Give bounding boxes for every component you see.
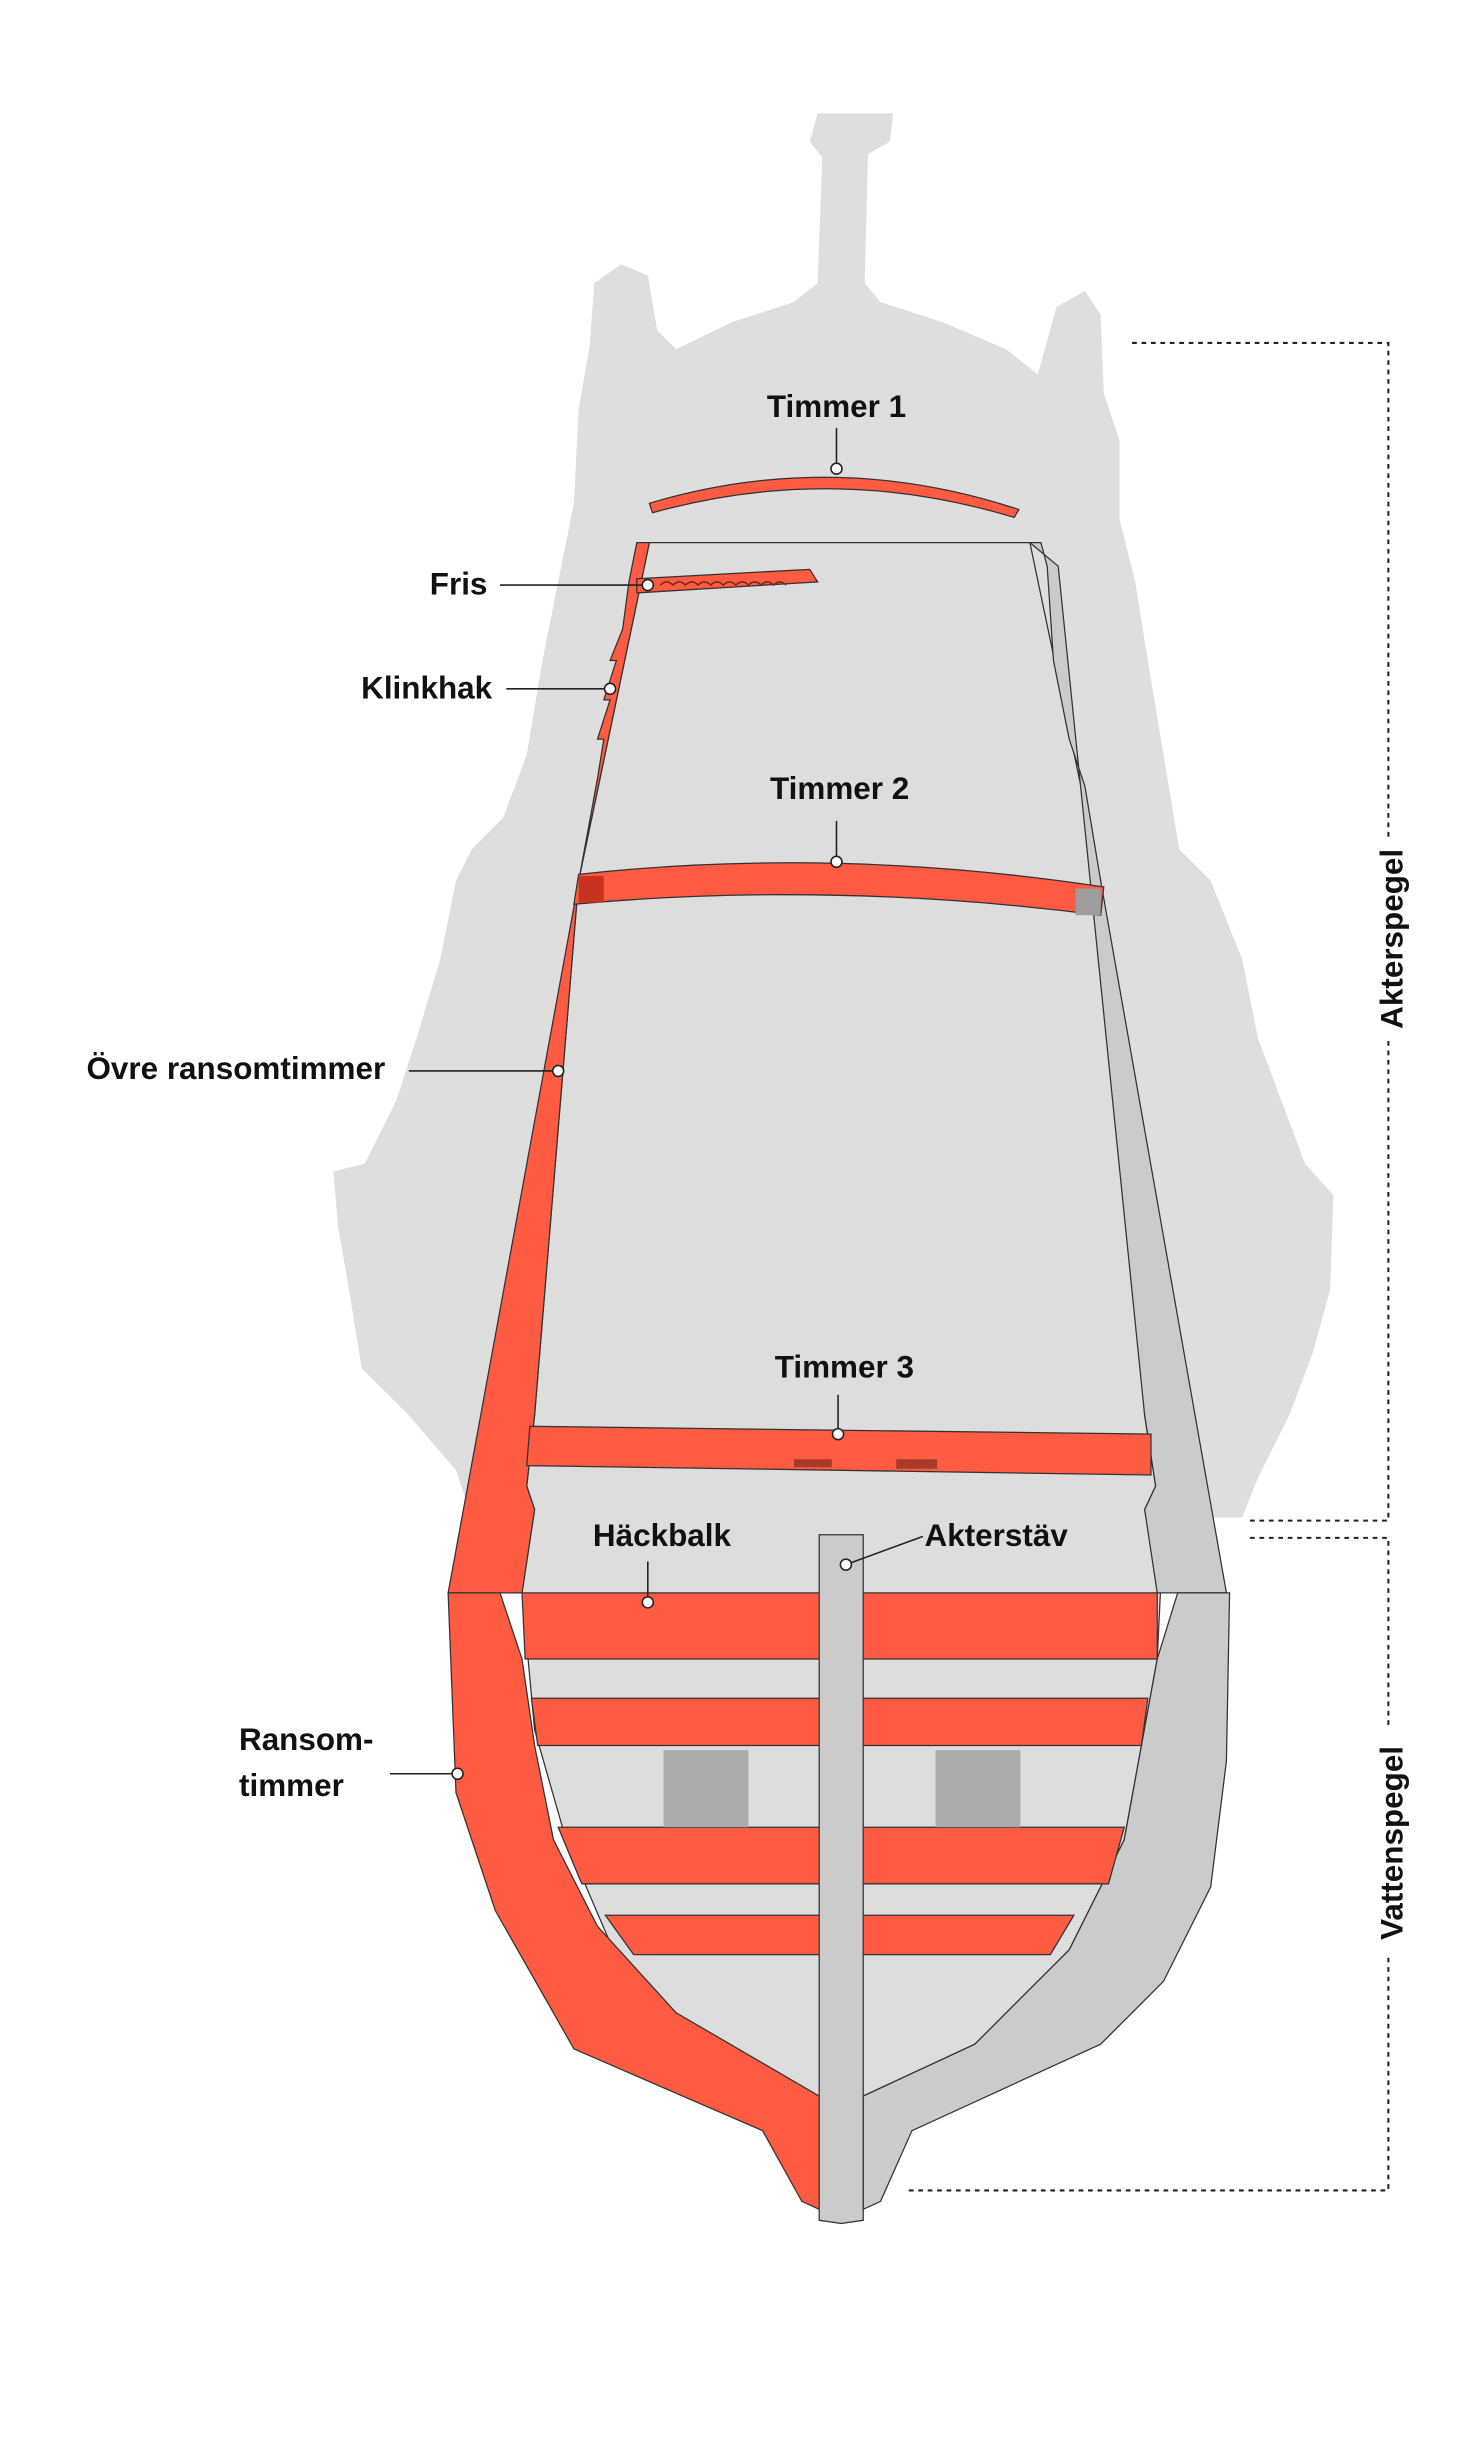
leader-line [845, 1535, 924, 1566]
ovre-ransomtimmer-marker [551, 1064, 565, 1078]
akterstav-marker [839, 1558, 853, 1571]
timmer2-joint-right [1075, 888, 1101, 916]
ransomtimmer-marker [451, 1767, 464, 1781]
timmer3-shape[interactable] [526, 1425, 1152, 1476]
timmer3-marker [831, 1427, 845, 1441]
label-timmer2: Timmer 2 [770, 771, 909, 806]
section-vattenspegel: Vattenspegel [1375, 1746, 1410, 1940]
fris-shape[interactable] [636, 568, 819, 594]
label-ransomtimmer-1: Ransom- [239, 1722, 373, 1757]
akterstav-shape[interactable] [818, 1534, 864, 2225]
vattenspegel-bracket [908, 1536, 1390, 2192]
akterspegel-bracket [1132, 341, 1390, 1522]
klinkhak-marker [603, 682, 617, 696]
label-ovre-ransomtimmer: Övre ransomtimmer [86, 1051, 385, 1086]
fris-marker [641, 578, 655, 592]
timmer2-joint-left [578, 875, 604, 903]
timmer3-notch [896, 1459, 938, 1469]
label-hackbalk: Häckbalk [593, 1518, 732, 1553]
timmer1-shape[interactable] [648, 476, 1020, 519]
timmer1-marker [830, 462, 843, 475]
label-timmer3: Timmer 3 [775, 1350, 914, 1385]
timmer3-notch [794, 1459, 832, 1468]
hackbalk-marker [641, 1596, 655, 1609]
label-klinkhak: Klinkhak [361, 670, 493, 705]
label-akterstav: Akterstäv [925, 1518, 1069, 1553]
ovre-ransomtimmer-shape[interactable] [447, 541, 651, 1594]
timmer2-marker [830, 855, 843, 869]
right-frame [1028, 541, 1228, 1594]
fris-carving [659, 581, 787, 587]
label-timmer1: Timmer 1 [767, 389, 906, 424]
label-fris: Fris [430, 566, 488, 601]
window-right [935, 1750, 1021, 1828]
label-ransomtimmer-2: timmer [239, 1768, 344, 1803]
window-left [663, 1750, 749, 1828]
section-akterspegel: Akterspegel [1375, 849, 1410, 1029]
